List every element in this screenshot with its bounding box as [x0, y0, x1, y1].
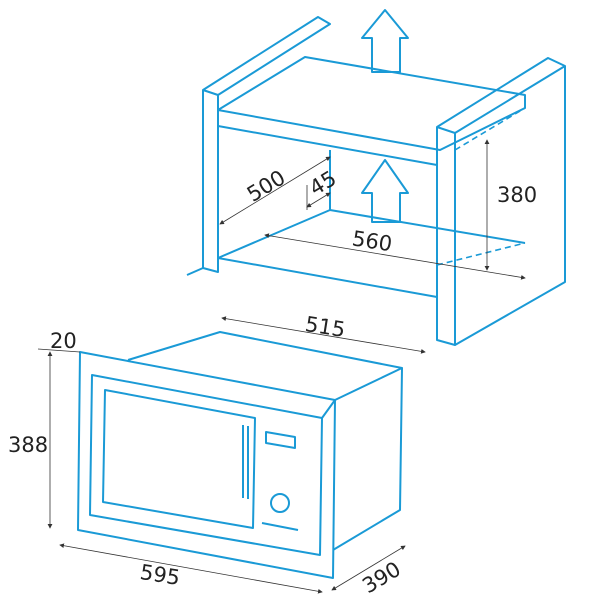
bottom-shelf-front: [217, 257, 438, 298]
top-shelf-front: [217, 125, 438, 166]
dim-depth-390: 390: [358, 557, 405, 598]
microwave-dimension-lines: [37, 316, 426, 594]
top-shelf: [217, 56, 526, 151]
control-knob: [270, 493, 290, 513]
hidden-bottom-edge: [436, 242, 526, 266]
dim-width-595: 595: [138, 560, 181, 590]
left-post: [202, 89, 219, 273]
dim-gap-45: 45: [305, 166, 340, 200]
right-post: [436, 126, 456, 346]
cabinet-dimension-lines: [219, 139, 526, 280]
vent-arrow-top: [361, 9, 409, 73]
vent-arrow-inner: [361, 159, 409, 223]
microwave-window: [102, 389, 256, 529]
dim-depth-500: 500: [243, 165, 290, 206]
dim-height-388: 388: [8, 433, 48, 457]
microwave-frame: [77, 351, 336, 579]
control-display: [265, 431, 296, 449]
hidden-top-edge: [454, 107, 526, 151]
left-post-top: [202, 16, 331, 96]
dim-height-380: 380: [497, 183, 537, 207]
dim-depth-515: 515: [304, 312, 347, 342]
dim-width-560: 560: [351, 226, 394, 256]
plinth: [186, 267, 204, 276]
dim-frame-20: 20: [50, 329, 77, 353]
cabinet: [186, 9, 566, 346]
right-post-side: [454, 65, 566, 134]
microwave: [77, 331, 403, 579]
microwave-body-side: [332, 367, 403, 551]
